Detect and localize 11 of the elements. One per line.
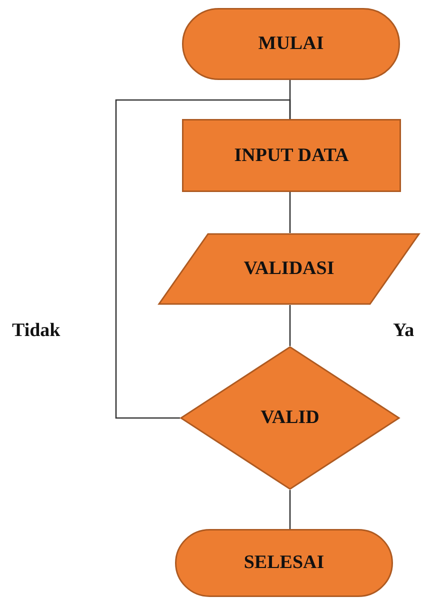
node-label: INPUT DATA bbox=[234, 144, 349, 166]
node-label: SELESAI bbox=[244, 552, 324, 574]
branch-label: Ya bbox=[393, 320, 414, 342]
connector-line bbox=[289, 305, 291, 346]
connector-line bbox=[115, 99, 291, 419]
node-label: VALIDASI bbox=[244, 258, 334, 280]
connector-line bbox=[289, 490, 291, 529]
node-label: MULAI bbox=[258, 33, 324, 55]
connector-line bbox=[289, 192, 291, 233]
node-label: VALID bbox=[260, 407, 320, 429]
branch-label: Tidak bbox=[12, 320, 60, 342]
